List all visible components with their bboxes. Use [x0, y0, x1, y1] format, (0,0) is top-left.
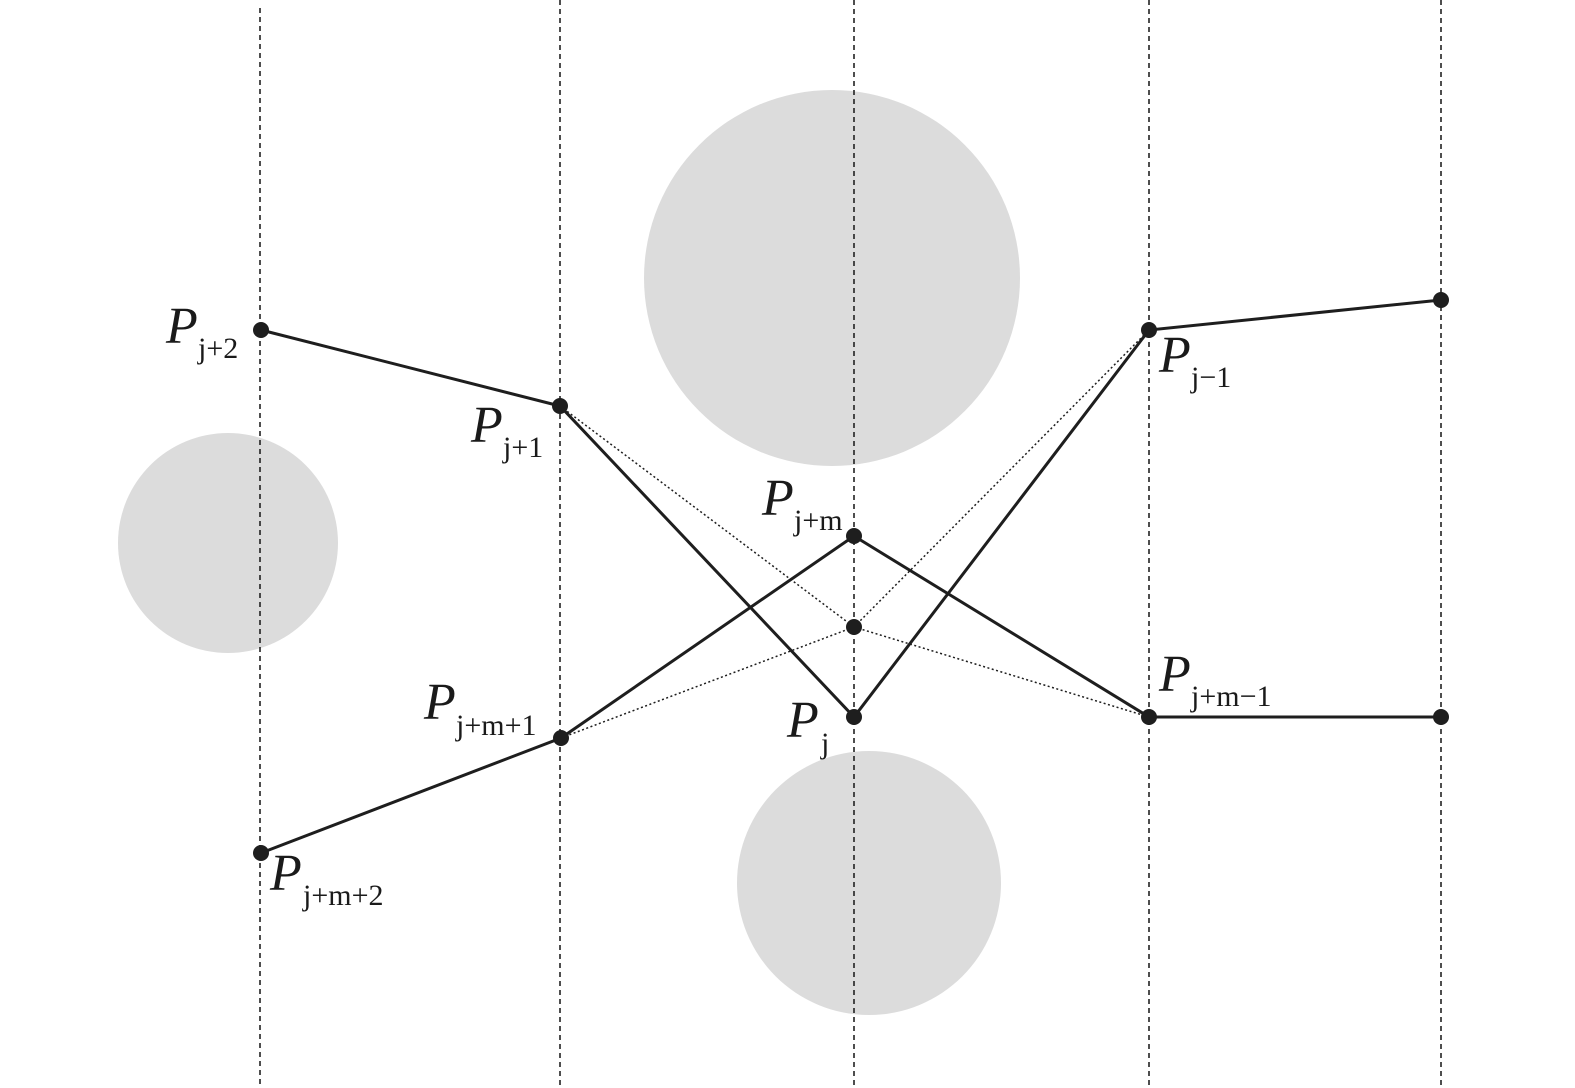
- label-main: P: [423, 674, 456, 731]
- label-main: P: [470, 397, 503, 454]
- label-p-j-plus-m-plus-2: P j+m+2: [269, 845, 384, 912]
- node-p-j-plus-m-plus-2: [253, 845, 269, 861]
- label-main: P: [786, 692, 819, 749]
- label-p-j: P j: [786, 692, 829, 760]
- dotted-edge: [853, 626, 1150, 718]
- label-main: P: [165, 298, 198, 355]
- labels: P j+2 P j+1 P j+m P j+m+1 P j P j−1 P j+…: [165, 298, 1272, 912]
- node-right-bottom: [1433, 709, 1449, 725]
- node-p-j-plus-m: [846, 528, 862, 544]
- node-right-top: [1433, 292, 1449, 308]
- label-p-j-plus-m-plus-1: P j+m+1: [423, 674, 537, 742]
- label-main: P: [1158, 646, 1191, 703]
- dotted-paths: [559, 329, 1150, 739]
- obstacle-top-center: [644, 90, 1020, 466]
- node-p-j-minus-1: [1141, 322, 1157, 338]
- label-subscript: j: [820, 727, 829, 760]
- label-p-j-plus-m: P j+m: [761, 470, 843, 537]
- label-main: P: [1158, 327, 1191, 384]
- guide-lines: [259, 0, 1442, 1085]
- label-p-j-plus-1: P j+1: [470, 397, 543, 464]
- label-p-j-minus-1: P j−1: [1158, 327, 1231, 394]
- label-p-j-plus-2: P j+2: [165, 298, 238, 365]
- label-subscript: j+m−1: [1190, 680, 1272, 713]
- dotted-edge: [560, 626, 855, 739]
- node-p-j-plus-m-plus-1: [553, 730, 569, 746]
- label-main: P: [761, 470, 794, 527]
- obstacle-bottom-center: [737, 751, 1001, 1015]
- label-subscript: j+m+1: [455, 709, 537, 742]
- label-subscript: j−1: [1190, 361, 1231, 394]
- node-intersection: [846, 619, 862, 635]
- label-main: P: [269, 845, 302, 902]
- label-p-j-plus-m-minus-1: P j+m−1: [1158, 646, 1272, 713]
- dotted-edge: [559, 405, 855, 628]
- label-subscript: j+m: [793, 504, 843, 537]
- node-p-j-plus-1: [552, 398, 568, 414]
- node-p-j-plus-2: [253, 322, 269, 338]
- obstacles: [118, 90, 1020, 1015]
- node-p-j-plus-m-minus-1: [1141, 709, 1157, 725]
- label-subscript: j+1: [502, 431, 543, 464]
- label-subscript: j+m+2: [302, 879, 384, 912]
- label-subscript: j+2: [197, 332, 238, 365]
- node-p-j: [846, 709, 862, 725]
- nodes: [253, 292, 1449, 861]
- obstacle-left: [118, 433, 338, 653]
